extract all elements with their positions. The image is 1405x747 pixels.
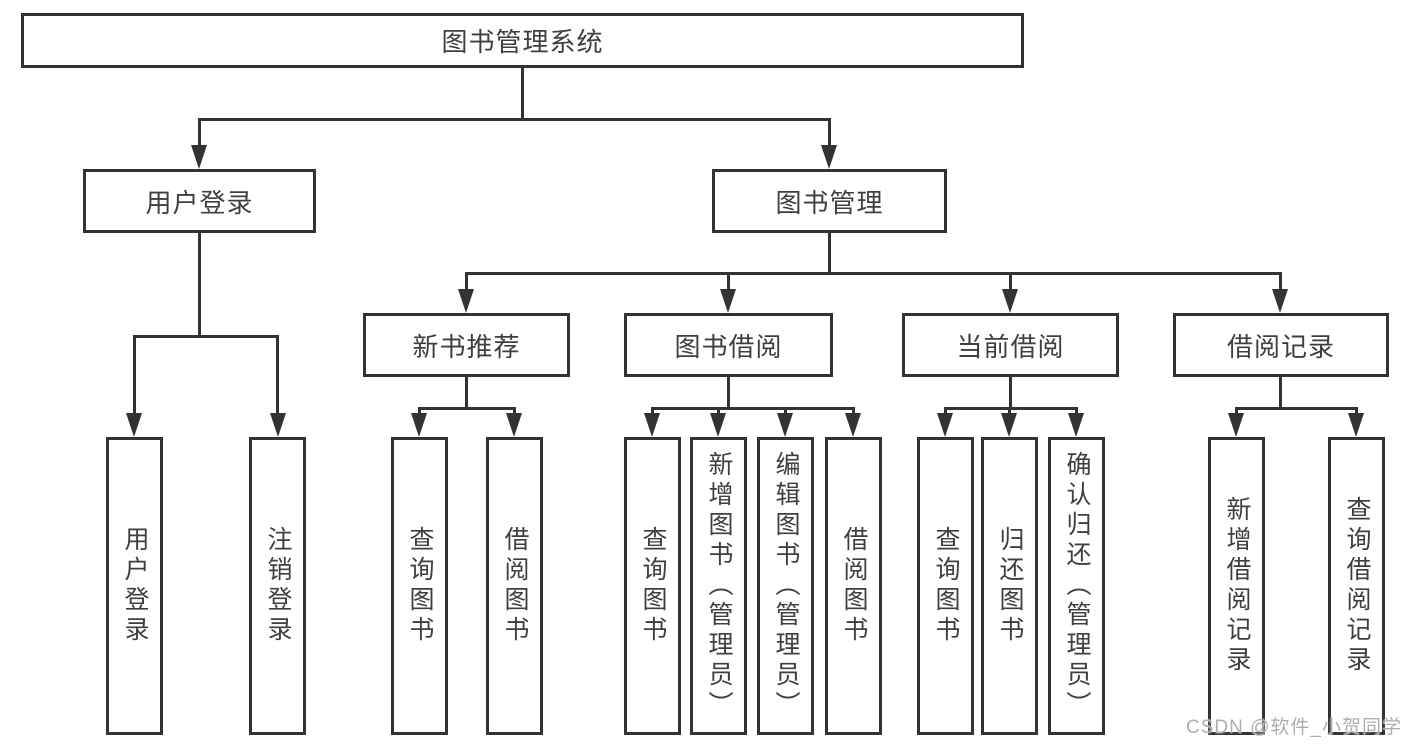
arrow-into-book-borrow (720, 289, 736, 313)
arrow-into-current-borrow (1002, 289, 1018, 313)
leaf-borrow-books-recommend-label: 借阅图书 (501, 526, 529, 646)
connector-drop-borrow-records (1279, 272, 1282, 289)
arrow-into-borrow-query (644, 413, 660, 437)
leaf-query-books-current-label: 查询图书 (932, 526, 960, 646)
connector-drop-book-borrow (727, 272, 730, 289)
leaf-query-books-borrow: 查询图书 (624, 437, 681, 735)
connector-drop-edit-book (784, 407, 787, 413)
connector-drop-current-query (944, 407, 947, 413)
connector-drop-new-book-recommend (465, 272, 468, 289)
arrow-into-borrow-records (1272, 289, 1288, 313)
arrow-into-borrow-book (845, 413, 861, 437)
connector-drop-book-management-module (828, 118, 831, 145)
leaf-borrow-books-recommend: 借阅图书 (486, 437, 543, 735)
arrow-into-user-login-module (191, 145, 207, 169)
connector-drop-confirm-return (1075, 407, 1078, 413)
connector-drop-borrow-query (651, 407, 654, 413)
connector-drop-add-record (1235, 407, 1238, 413)
arrow-into-book-management-module (821, 145, 837, 169)
arrow-into-confirm-return (1068, 413, 1084, 437)
leaf-query-borrow-record: 查询借阅记录 (1328, 437, 1385, 735)
connector-drop-current-borrow (1009, 272, 1012, 289)
node-library-system: 图书管理系统 (21, 13, 1024, 68)
node-book-management-module: 图书管理 (712, 169, 947, 233)
connector-drop-borrow-book (852, 407, 855, 413)
leaf-logout: 注销登录 (249, 437, 306, 735)
arrow-into-return-book (1001, 413, 1017, 437)
connector-drop-recommend-query (418, 407, 421, 413)
leaf-confirm-return-admin-label: 确认归还（管理员） (1063, 451, 1091, 721)
arrow-into-query-record (1348, 413, 1364, 437)
arrow-into-recommend-query (411, 413, 427, 437)
connector-current-stem (1009, 377, 1012, 407)
arrow-into-new-book-recommend (458, 289, 474, 313)
leaf-edit-book-admin-label: 编辑图书（管理员） (772, 451, 800, 721)
connector-current-bus (944, 407, 1078, 410)
node-current-borrow: 当前借阅 (902, 313, 1119, 377)
leaf-query-books-borrow-label: 查询图书 (639, 526, 667, 646)
csdn-watermark: CSDN @软件_小贺同学 (1186, 717, 1402, 738)
leaf-query-books-current: 查询图书 (917, 437, 974, 735)
node-new-book-recommend: 新书推荐 (363, 313, 570, 377)
leaf-user-login-label: 用户登录 (121, 526, 149, 646)
connector-drop-recommend-borrow (513, 407, 516, 413)
leaf-borrow-book: 借阅图书 (825, 437, 882, 735)
connector-book-management-bus (465, 272, 1282, 275)
connector-root-bus (199, 118, 831, 121)
connector-drop-leaf-user-login (133, 335, 136, 413)
leaf-add-book-admin-label: 新增图书（管理员） (705, 451, 733, 721)
connector-records-stem (1279, 377, 1282, 407)
leaf-logout-label: 注销登录 (264, 526, 292, 646)
node-borrow-records: 借阅记录 (1173, 313, 1389, 377)
arrow-into-recommend-borrow (506, 413, 522, 437)
leaf-add-borrow-record-label: 新增借阅记录 (1223, 496, 1251, 676)
leaf-confirm-return-admin: 确认归还（管理员） (1048, 437, 1105, 735)
connector-user-login-stem (198, 233, 201, 335)
connector-drop-query-record (1355, 407, 1358, 413)
leaf-add-borrow-record: 新增借阅记录 (1208, 437, 1265, 735)
leaf-return-book-label: 归还图书 (996, 526, 1024, 646)
leaf-borrow-book-label: 借阅图书 (840, 526, 868, 646)
arrow-into-leaf-user-login (126, 413, 142, 437)
connector-borrow-stem (727, 377, 730, 407)
connector-recommend-bus (418, 407, 516, 410)
connector-user-login-bus (133, 335, 279, 338)
connector-drop-leaf-logout (276, 335, 279, 413)
leaf-return-book: 归还图书 (981, 437, 1038, 735)
connector-book-management-stem (828, 233, 831, 272)
connector-borrow-bus (651, 407, 855, 410)
connector-root-stem (521, 68, 524, 118)
connector-drop-add-book (717, 407, 720, 413)
arrow-into-edit-book (777, 413, 793, 437)
leaf-query-borrow-record-label: 查询借阅记录 (1343, 496, 1371, 676)
connector-records-bus (1235, 407, 1358, 410)
node-book-borrow: 图书借阅 (624, 313, 833, 377)
connector-drop-user-login-module (198, 118, 201, 145)
arrow-into-current-query (937, 413, 953, 437)
leaf-user-login: 用户登录 (106, 437, 163, 735)
arrow-into-add-record (1228, 413, 1244, 437)
arrow-into-leaf-logout (270, 413, 286, 437)
arrow-into-add-book (710, 413, 726, 437)
node-user-login-module: 用户登录 (83, 169, 316, 233)
leaf-edit-book-admin: 编辑图书（管理员） (757, 437, 814, 735)
leaf-query-books-recommend-label: 查询图书 (406, 526, 434, 646)
connector-recommend-stem (465, 377, 468, 407)
leaf-add-book-admin: 新增图书（管理员） (690, 437, 747, 735)
connector-drop-return-book (1008, 407, 1011, 413)
leaf-query-books-recommend: 查询图书 (391, 437, 448, 735)
